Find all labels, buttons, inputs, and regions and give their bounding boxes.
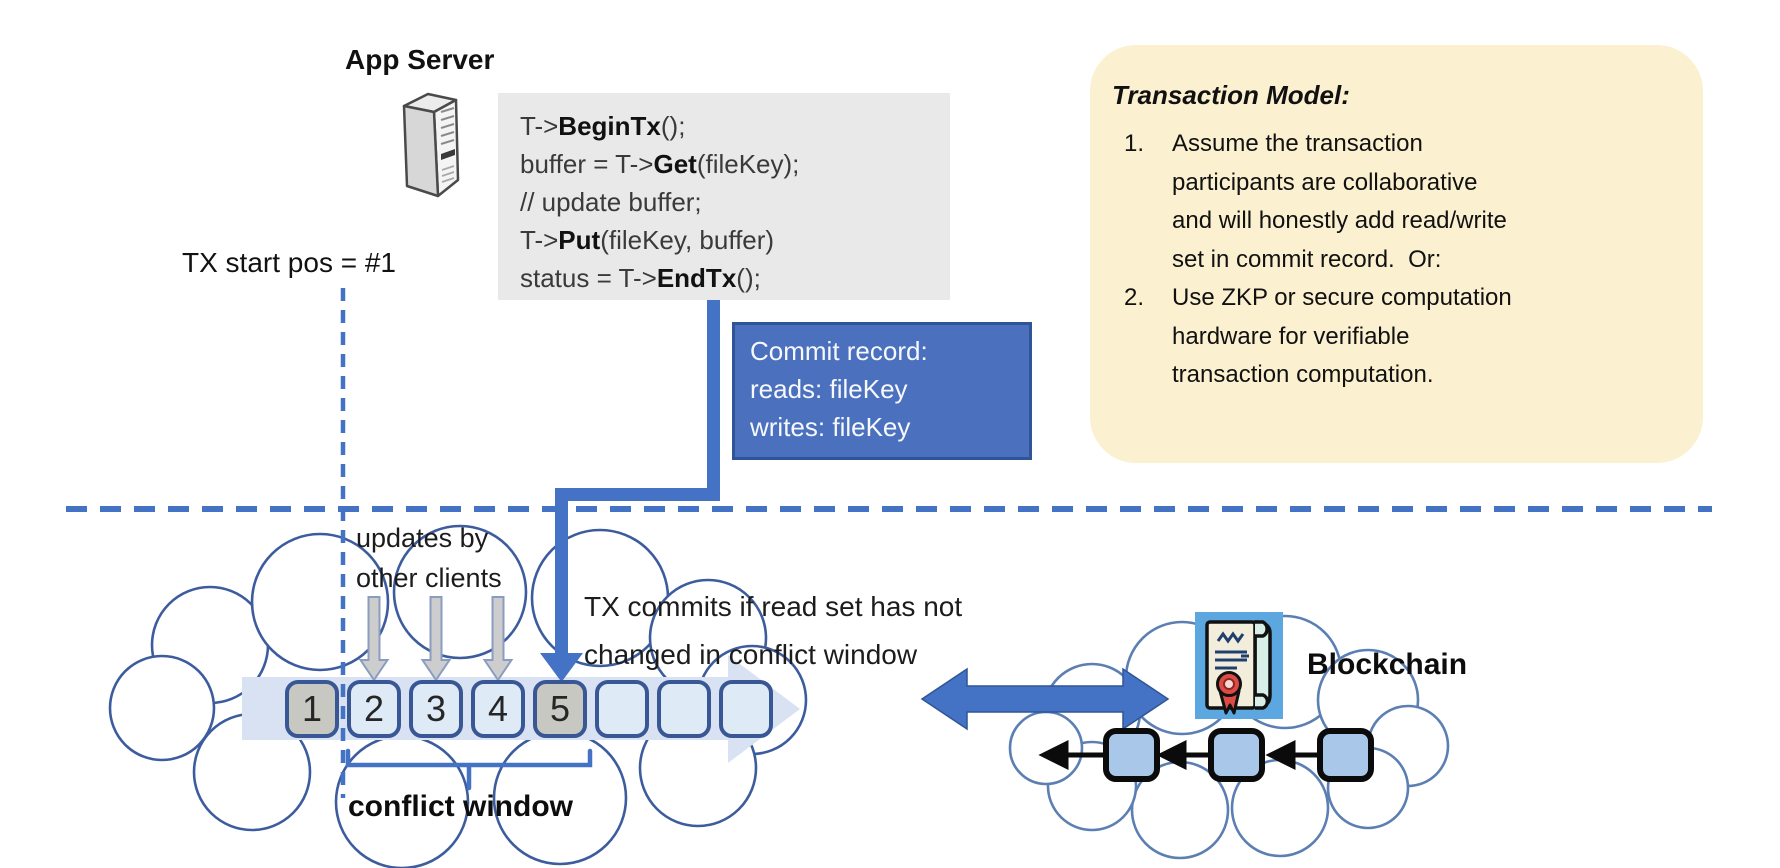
commit-record-line: Commit record: xyxy=(750,336,928,366)
commit-flow-arrow xyxy=(540,300,720,682)
timeline-block-2: 2 xyxy=(347,680,401,738)
chain-block xyxy=(1208,728,1265,782)
commit-record-line: writes: fileKey xyxy=(750,412,911,442)
timeline-block-5: 5 xyxy=(533,680,587,738)
code-line: // update buffer; xyxy=(520,187,702,217)
model-item-1: 1. Assume the transaction participants a… xyxy=(1124,125,1664,279)
commit-record-box: Commit record: reads: fileKey writes: fi… xyxy=(732,322,1032,460)
update-arrows xyxy=(358,596,514,682)
timeline-block-6 xyxy=(595,680,649,738)
blockchain-label: Blockchain xyxy=(1307,648,1468,681)
code-line: T->BeginTx(); xyxy=(520,111,686,141)
timeline-block-3: 3 xyxy=(409,680,463,738)
transaction-model-note xyxy=(1090,45,1703,463)
transaction-model-title: Transaction Model: xyxy=(1112,80,1350,110)
model-item-number: 1. xyxy=(1124,130,1145,157)
timeline-block-8 xyxy=(719,680,773,738)
updates-by-clients-label: updates by other clients xyxy=(356,523,502,593)
chain-arrowhead-icon xyxy=(1265,739,1296,771)
sync-double-arrow xyxy=(920,667,1170,731)
chain-arrowhead-icon xyxy=(1038,739,1069,771)
tx-commits-note: TX commits if read set has not changed i… xyxy=(584,591,963,670)
code-line: status = T->EndTx(); xyxy=(520,263,761,293)
app-server-label: App Server xyxy=(345,44,495,75)
code-line: T->Put(fileKey, buffer) xyxy=(520,225,775,255)
update-arrow-icon xyxy=(358,596,390,682)
code-line: buffer = T->Get(fileKey); xyxy=(520,149,800,179)
chain-link-arrows xyxy=(1038,739,1317,771)
conflict-window-label: conflict window xyxy=(348,790,573,823)
commit-record-line: reads: fileKey xyxy=(750,374,908,404)
timeline-block-7 xyxy=(657,680,711,738)
transaction-code-block: T->BeginTx(); buffer = T->Get(fileKey); … xyxy=(498,93,950,300)
tx-start-pos-label: TX start pos = #1 xyxy=(182,247,396,278)
conflict-window-bracket xyxy=(345,748,593,791)
timeline-block-1: 1 xyxy=(285,680,339,738)
model-item-2: 2. Use ZKP or secure computation hardwar… xyxy=(1124,279,1664,395)
chain-block xyxy=(1103,728,1160,782)
timeline-block-4: 4 xyxy=(471,680,525,738)
model-item-number: 2. xyxy=(1124,284,1145,311)
chain-arrowhead-icon xyxy=(1156,739,1187,771)
transaction-model-list: 1. Assume the transaction participants a… xyxy=(1124,125,1664,395)
chain-block xyxy=(1317,728,1374,782)
update-arrow-icon xyxy=(420,596,452,682)
update-arrow-icon xyxy=(482,596,514,682)
model-item-text: Assume the transaction participants are … xyxy=(1172,130,1507,273)
model-item-text: Use ZKP or secure computation hardware f… xyxy=(1172,284,1512,388)
server-icon xyxy=(394,88,464,203)
certificate-ledger-icon xyxy=(1195,612,1283,719)
